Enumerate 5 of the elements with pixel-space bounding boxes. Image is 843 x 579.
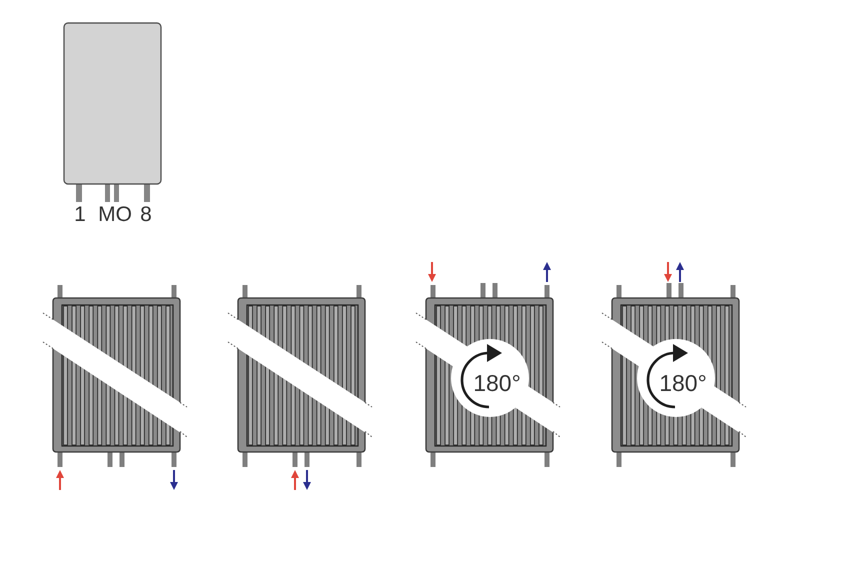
pin-label: 8: [140, 204, 152, 225]
rotation-angle: 180°: [473, 372, 521, 395]
rotation-angle: 180°: [659, 372, 707, 395]
pin-label: MO: [98, 204, 132, 225]
pin-label: 1: [74, 204, 86, 225]
